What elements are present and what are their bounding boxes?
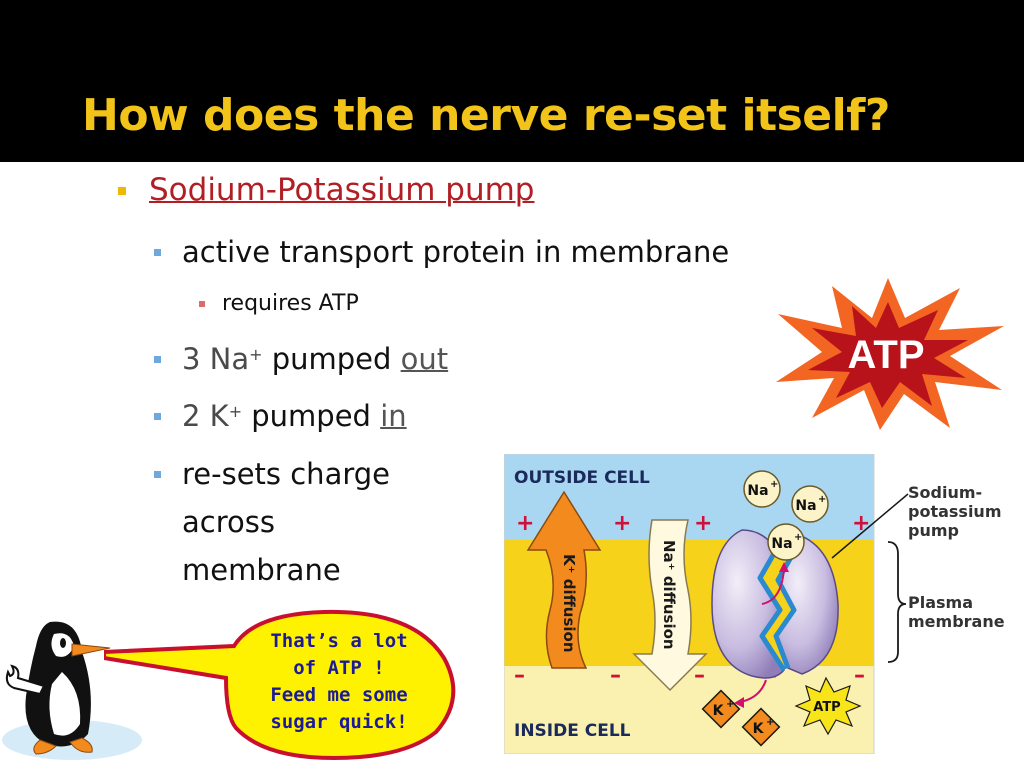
bullet-active-transport: active transport protein in membrane bbox=[182, 235, 730, 269]
minus-charge: – bbox=[514, 663, 525, 688]
minus-charge: – bbox=[694, 663, 705, 688]
bullet-marker-l1 bbox=[118, 187, 126, 195]
penguin-illustration bbox=[2, 621, 142, 760]
pump-link[interactable]: Sodium-Potassium pump bbox=[149, 172, 535, 208]
plus-charge: + bbox=[516, 511, 534, 536]
k-ion-label: K bbox=[713, 703, 725, 719]
na-transport-arrow bbox=[761, 567, 785, 605]
na-count: 3 Na bbox=[182, 342, 250, 376]
bullet-k-pumped-in: 2 K+ pumped in bbox=[182, 399, 407, 433]
penguin-eye bbox=[60, 638, 66, 648]
na-ion-charge: + bbox=[818, 494, 826, 505]
na-ion: Na + bbox=[767, 523, 805, 561]
plus-charge: + bbox=[694, 511, 712, 536]
bullet-na-pumped-out: 3 Na+ pumped out bbox=[182, 342, 448, 376]
pump-leader-line bbox=[831, 493, 909, 559]
membrane-label: Plasma bbox=[908, 593, 973, 612]
k-ion-charge: + bbox=[766, 717, 774, 728]
plus-charge: + bbox=[613, 511, 631, 536]
in-link[interactable]: in bbox=[380, 399, 407, 433]
k-ion-label: K bbox=[753, 721, 765, 737]
penguin-foot bbox=[33, 739, 57, 755]
k-diffusion-label: K⁺ diffusion bbox=[560, 554, 578, 653]
na-transport-arrowhead bbox=[779, 562, 789, 572]
speech-bubble bbox=[104, 609, 456, 760]
bullet-requires-atp: requires ATP bbox=[222, 291, 359, 316]
penguin-beak bbox=[71, 643, 111, 657]
bullet-sodium-potassium-pump[interactable]: Sodium-Potassium pump bbox=[149, 172, 535, 208]
na-ion-label: Na bbox=[795, 498, 816, 514]
atp-starburst: ATP bbox=[776, 278, 1004, 430]
bullet-resets-charge-line3: membrane bbox=[182, 553, 341, 587]
title-band: How does the nerve re-set itself? bbox=[0, 0, 1024, 160]
minus-charge: – bbox=[610, 663, 621, 688]
k-diffusion-arrow bbox=[526, 490, 602, 669]
na-ion-charge: + bbox=[794, 532, 802, 543]
bullet-marker-l2 bbox=[154, 471, 161, 478]
bullet-marker-l2 bbox=[154, 413, 161, 420]
starburst-inner bbox=[808, 302, 968, 408]
penguin-foot bbox=[69, 737, 93, 753]
bullet-marker-l3 bbox=[199, 301, 205, 307]
na-diffusion-arrow bbox=[632, 519, 708, 692]
k-count: 2 K bbox=[182, 399, 229, 433]
pump-label: potassium bbox=[908, 502, 1001, 521]
minus-charge: – bbox=[854, 663, 865, 688]
membrane-bracket bbox=[887, 541, 907, 663]
na-ion-label: Na bbox=[747, 483, 768, 499]
plus-charge: + bbox=[852, 511, 870, 536]
atp-small-burst bbox=[794, 676, 862, 736]
k-ion-charge: + bbox=[726, 699, 734, 710]
k-transport-arrowhead bbox=[734, 697, 744, 708]
penguin-belly bbox=[49, 672, 81, 736]
bullet-marker-l2 bbox=[154, 356, 161, 363]
na-ion: Na + bbox=[743, 470, 781, 508]
speech-bubble-shape bbox=[104, 609, 456, 760]
bullet-marker-l2 bbox=[154, 249, 161, 256]
atp-small-label: ATP bbox=[813, 700, 840, 715]
out-link[interactable]: out bbox=[400, 342, 449, 376]
na-diffusion-label: Na⁺ diffusion bbox=[660, 540, 678, 650]
na-charge: + bbox=[249, 345, 263, 365]
pump-channel bbox=[757, 548, 787, 672]
bullet-resets-charge-line1: re-sets charge bbox=[182, 457, 390, 491]
na-ion: Na + bbox=[791, 485, 829, 523]
bullet-resets-charge-line2: across bbox=[182, 505, 275, 539]
inside-cell-label: INSIDE CELL bbox=[514, 721, 631, 741]
wrench-icon bbox=[5, 664, 46, 696]
na-text: pumped bbox=[262, 342, 401, 376]
slide-title: How does the nerve re-set itself? bbox=[82, 90, 890, 141]
pump-label: pump bbox=[908, 521, 959, 540]
k-charge: + bbox=[228, 402, 243, 422]
title-divider bbox=[0, 162, 1024, 166]
diagram-frame bbox=[504, 454, 875, 754]
k-ion: K + bbox=[701, 689, 741, 729]
sodium-potassium-pump-diagram: OUTSIDE CELL INSIDE CELL + + + + – – – –… bbox=[504, 454, 1005, 754]
k-ion: K + bbox=[741, 707, 781, 747]
starburst-atp-label: ATP bbox=[847, 333, 924, 377]
k-text: pumped bbox=[242, 399, 381, 433]
callout-text: That’s a lot of ATP ! Feed me some sugar… bbox=[270, 630, 408, 733]
outside-cell-label: OUTSIDE CELL bbox=[514, 468, 650, 488]
pump-label: Sodium- bbox=[908, 483, 982, 502]
membrane-label: membrane bbox=[908, 612, 1005, 631]
na-ion-charge: + bbox=[770, 479, 778, 490]
na-ion-label: Na bbox=[771, 536, 792, 552]
